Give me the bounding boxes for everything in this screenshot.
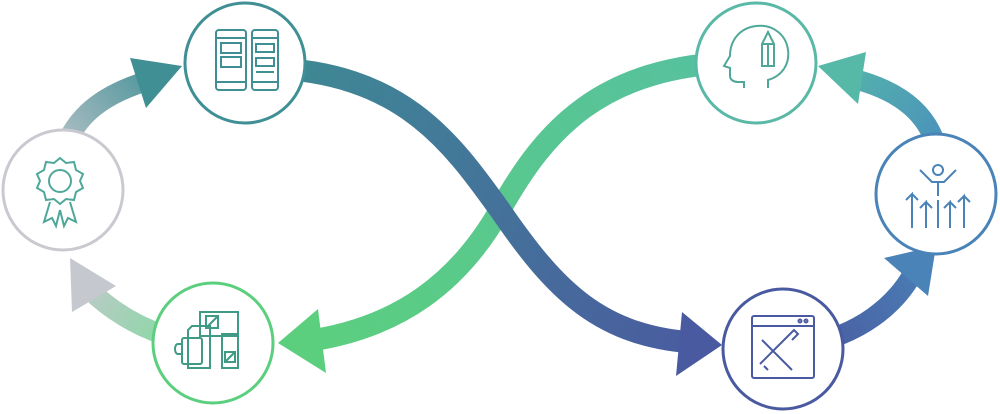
node-develop	[721, 287, 845, 411]
node-growth	[874, 132, 998, 256]
stationery-mug-icon	[174, 311, 239, 369]
node-certificate	[1, 128, 125, 252]
mobile-wireframe-icon	[215, 29, 279, 91]
flow-arrow-design-to-develop	[267, 57, 722, 376]
node-brand	[151, 281, 275, 405]
browser-tools-icon	[751, 315, 815, 379]
person-arrows-up-icon	[905, 164, 971, 228]
award-ribbon-icon	[35, 156, 85, 229]
node-idea	[694, 1, 818, 125]
node-design	[183, 1, 307, 125]
head-pencil-icon	[722, 24, 790, 88]
